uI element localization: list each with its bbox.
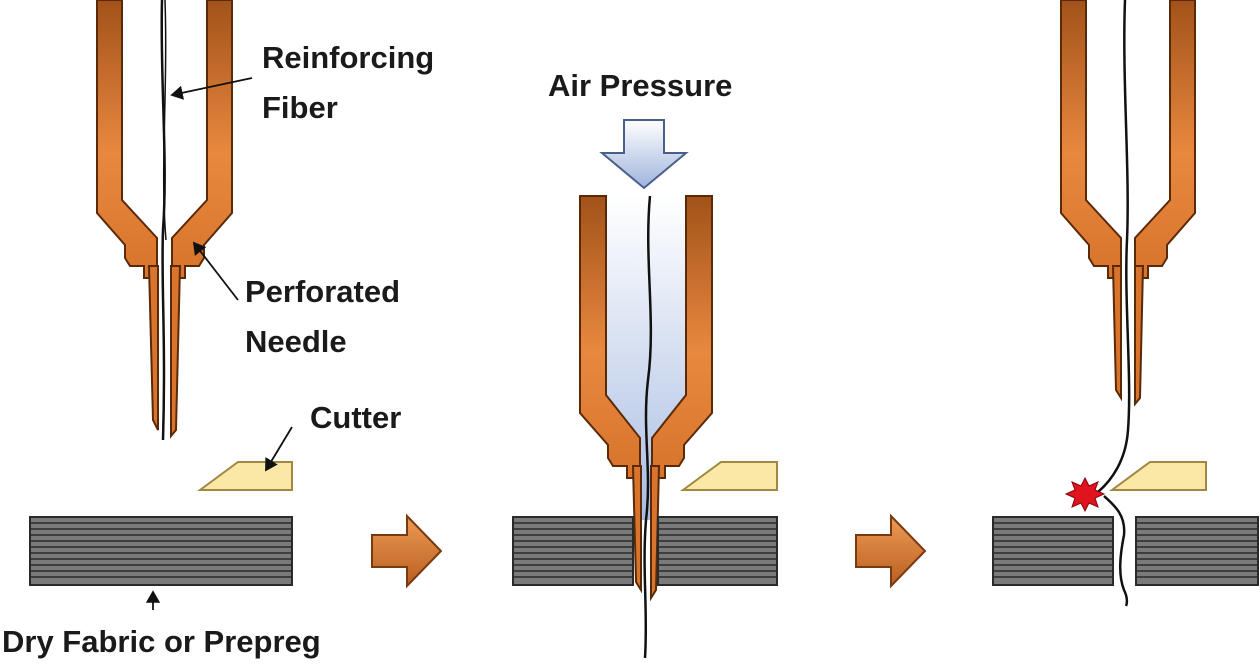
fiber-strand-2	[162, 0, 167, 241]
reinforcing-fiber-stage-2	[643, 195, 653, 659]
cutter-stage-1	[196, 461, 293, 491]
pointer-fiber	[170, 77, 253, 100]
needle-wall-left-stage-2	[579, 195, 641, 479]
needle-tip-right	[170, 265, 182, 439]
pointer-cutter	[265, 426, 293, 472]
needle-wall-right-stage-3	[1134, 0, 1196, 279]
cutter-stage-3	[1108, 461, 1207, 491]
needle-tip-left	[147, 265, 159, 431]
label-perforated-needle-1: Perforated	[245, 274, 400, 309]
needle-tip-left-stage-2	[631, 465, 642, 594]
needle-bore-air	[606, 196, 686, 520]
label-cutter: Cutter	[310, 400, 401, 435]
stage-3	[992, 0, 1259, 607]
cutter-stage-2	[679, 461, 778, 491]
needle-stage-1	[96, 0, 233, 439]
fabric-stage-1	[29, 516, 293, 586]
air-pressure-arrow	[599, 119, 689, 190]
label-reinforcing-fiber-1: Reinforcing	[262, 40, 434, 75]
cut-spark-icon	[1064, 476, 1106, 513]
reinforcing-fiber-stage-3-upper	[1097, 0, 1131, 493]
label-dry-fabric: Dry Fabric or Prepreg	[2, 624, 321, 659]
needle-wall-right	[171, 0, 233, 279]
needle-wall-left	[96, 0, 158, 279]
stage-1: Reinforcing Fiber Perforated Needle Cutt…	[2, 0, 434, 659]
fabric-stage-2	[512, 516, 778, 586]
needle-tip-right-stage-3	[1134, 265, 1145, 407]
reinforcing-fiber-stage-3-lower	[1103, 495, 1129, 607]
label-air-pressure: Air Pressure	[548, 68, 732, 103]
step-arrow-2	[855, 513, 927, 589]
fabric-stage-3	[992, 516, 1259, 586]
pointer-needle	[192, 241, 239, 301]
reinforcing-fiber-stage-1	[160, 0, 166, 441]
needle-wall-left-stage-3	[1060, 0, 1122, 279]
needle-tip-left-stage-3	[1111, 265, 1122, 402]
label-perforated-needle-2: Needle	[245, 324, 347, 359]
stage-2: Air Pressure	[512, 68, 778, 659]
needle-wall-right-stage-2	[651, 195, 713, 479]
step-arrow-1	[371, 513, 443, 589]
label-reinforcing-fiber-2: Fiber	[262, 90, 338, 125]
